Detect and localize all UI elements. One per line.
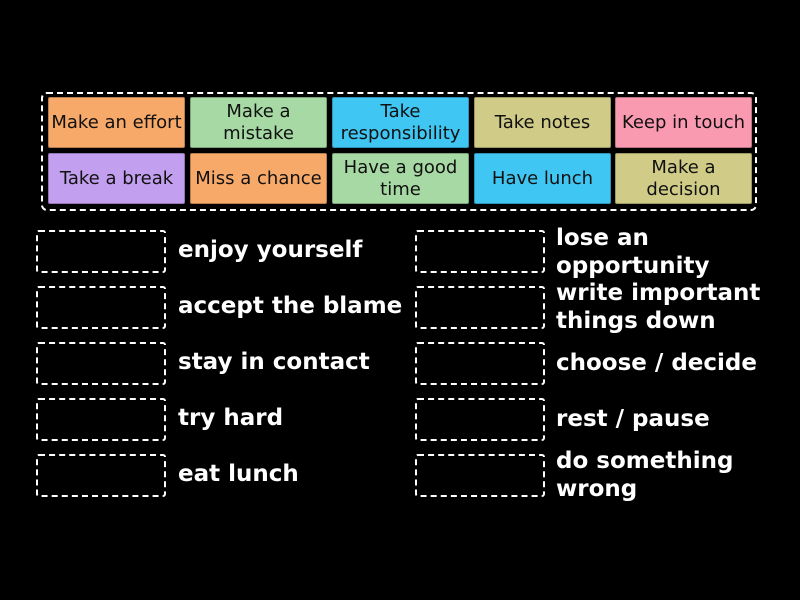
tile-make-a-mistake[interactable]: Make a mistake: [190, 97, 327, 148]
drop-slot[interactable]: [415, 454, 545, 497]
tile-miss-a-chance[interactable]: Miss a chance: [190, 153, 327, 204]
drop-slot[interactable]: [415, 230, 545, 273]
tile-make-a-decision[interactable]: Make a decision: [615, 153, 752, 204]
definition-label: eat lunch: [178, 461, 299, 487]
definition-label: enjoy yourself: [178, 237, 363, 263]
drop-slot[interactable]: [36, 342, 166, 385]
tile-keep-in-touch[interactable]: Keep in touch: [615, 97, 752, 148]
definition-label: write important things down: [556, 280, 761, 334]
drop-slot[interactable]: [36, 286, 166, 329]
drop-slot[interactable]: [36, 454, 166, 497]
drop-slot[interactable]: [415, 286, 545, 329]
definition-label: do something wrong: [556, 448, 734, 502]
drop-slot[interactable]: [36, 398, 166, 441]
drop-slot[interactable]: [36, 230, 166, 273]
definition-label: choose / decide: [556, 350, 757, 376]
definition-label: rest / pause: [556, 406, 710, 432]
tile-take-a-break[interactable]: Take a break: [48, 153, 185, 204]
drop-slot[interactable]: [415, 398, 545, 441]
tile-take-notes[interactable]: Take notes: [474, 97, 611, 148]
definition-label: try hard: [178, 405, 284, 431]
tile-make-an-effort[interactable]: Make an effort: [48, 97, 185, 148]
tile-take-responsibility[interactable]: Take responsibility: [332, 97, 469, 148]
definition-label: stay in contact: [178, 349, 370, 375]
answer-tray: [41, 92, 757, 211]
definition-label: lose an opportunity: [556, 225, 710, 279]
tile-have-a-good-time[interactable]: Have a good time: [332, 153, 469, 204]
definition-label: accept the blame: [178, 293, 403, 319]
drop-slot[interactable]: [415, 342, 545, 385]
tile-have-lunch[interactable]: Have lunch: [474, 153, 611, 204]
